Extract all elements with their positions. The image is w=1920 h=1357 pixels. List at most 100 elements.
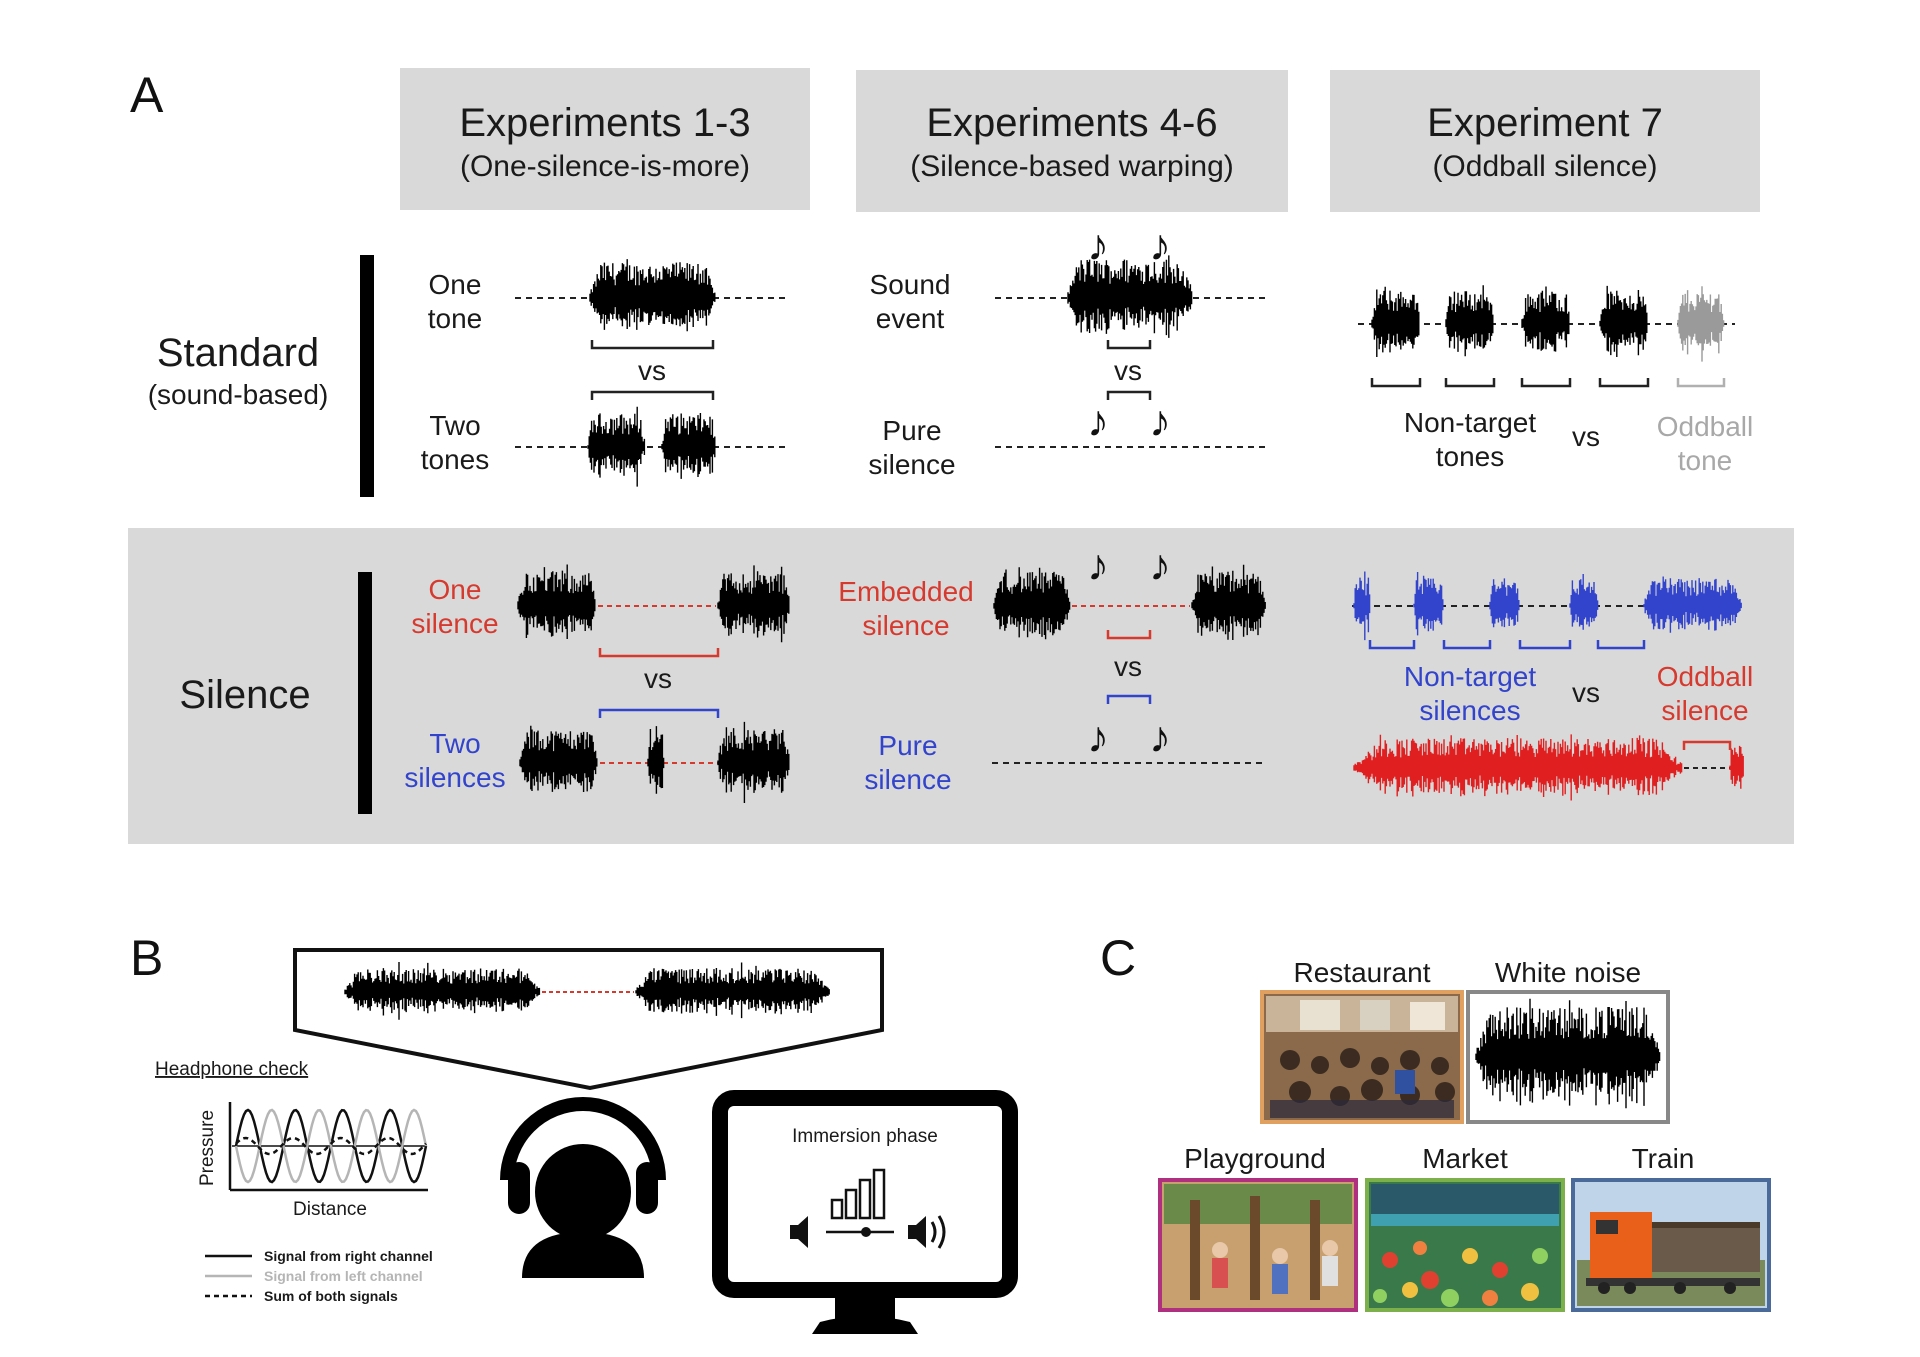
waveform [1191, 564, 1266, 640]
playground-image [1158, 1178, 1358, 1312]
waveform [717, 565, 790, 643]
waveform-trace [587, 406, 646, 487]
waveform [519, 725, 598, 792]
vs-sil-2: vs [1114, 651, 1142, 682]
waveform-trace [717, 565, 790, 643]
header-exp-4-6-subtitle: (Silence-based warping) [910, 150, 1234, 183]
volume-bars-icon [830, 1168, 886, 1220]
row-silence-bar [358, 572, 372, 814]
row-silence-title: Silence [179, 673, 310, 717]
label-one-silence-1: One [429, 574, 482, 605]
waveform [1489, 578, 1520, 628]
waveform-trace [993, 567, 1071, 640]
label-two-tones-2: tones [421, 444, 490, 475]
row-standard-title: Standard [157, 331, 319, 375]
waveform-trace [1729, 745, 1744, 789]
label-sound-event-2: event [876, 303, 945, 334]
waveform [1353, 734, 1683, 801]
label-two-silences-2: silences [404, 762, 505, 793]
train-image [1571, 1178, 1771, 1312]
label-non-target-tones-2: tones [1436, 441, 1505, 472]
music-note-icon: ♪ [1087, 221, 1109, 270]
waveform-trace [519, 725, 598, 792]
waveform-trace [1569, 574, 1599, 630]
scene-label-train: Train [1632, 1143, 1695, 1174]
speaker-icon [908, 1215, 946, 1249]
waveform-trace [1677, 286, 1725, 362]
monitor-icon [712, 1090, 1018, 1334]
waveform-trace [1489, 578, 1520, 628]
waveform [1445, 285, 1494, 357]
label-non-target-tones-1: Non-target [1404, 407, 1537, 438]
waveform-trace [1371, 286, 1420, 357]
label-one-silence-2: silence [411, 608, 498, 639]
label-one-tone-2: tone [428, 303, 483, 334]
label-pure-silence-2: silence [868, 449, 955, 480]
header-exp-4-6-title: Experiments 4-6 [926, 101, 1217, 145]
headphones-person-icon [500, 1097, 666, 1278]
header-exp-1-3-title: Experiments 1-3 [459, 101, 750, 145]
panel-label-b: B [130, 930, 163, 986]
waveform [1599, 285, 1648, 357]
waveform-trace [647, 726, 665, 794]
waveform-trace [1353, 571, 1371, 641]
row-standard-bar [360, 255, 374, 497]
headphone-check-legend: Signal from right channel Signal from le… [205, 1248, 433, 1304]
legend-right: Signal from right channel [264, 1248, 433, 1264]
music-note-icon: ♪ [1149, 541, 1171, 590]
header-exp-1-3-subtitle: (One-silence-is-more) [460, 150, 750, 183]
legend-sum: Sum of both signals [264, 1288, 398, 1304]
panel-label-a: A [130, 67, 164, 123]
headphone-check-plot [228, 1102, 428, 1192]
waveform [1353, 571, 1371, 641]
waveform-trace [1643, 576, 1742, 633]
label-non-target-silences-1: Non-target [1404, 661, 1537, 692]
header-exp-7-subtitle: (Oddball silence) [1432, 150, 1657, 183]
waveform [661, 413, 716, 479]
headphone-check-xlabel: Distance [293, 1199, 367, 1220]
waveform-trace [1599, 285, 1648, 357]
waveform-trace [1191, 564, 1266, 640]
silence-row-background [128, 528, 1794, 844]
label-sound-event-1: Sound [870, 269, 951, 300]
waveform [1643, 576, 1742, 633]
speaker-icon [790, 1216, 808, 1248]
headphone-check-ylabel: Pressure [197, 1110, 218, 1186]
scene-label-restaurant: Restaurant [1294, 957, 1431, 988]
waveform [635, 962, 830, 1019]
music-note-icon: ♪ [1149, 221, 1171, 270]
label-oddball-tone-2: tone [1678, 445, 1733, 476]
vs-sil-1: vs [644, 663, 672, 694]
row-standard-subtitle: (sound-based) [148, 379, 329, 410]
vs-std-3: vs [1572, 421, 1600, 452]
music-note-icon: ♪ [1087, 397, 1109, 446]
scene-label-white-noise: White noise [1495, 957, 1641, 988]
legend-left: Signal from left channel [264, 1268, 423, 1284]
waveform-trace [661, 413, 716, 479]
vs-std-2: vs [1114, 355, 1142, 386]
music-note-icon: ♪ [1149, 713, 1171, 762]
waveform-trace [1413, 572, 1444, 636]
waveform [647, 726, 665, 794]
music-note-icon: ♪ [1149, 397, 1171, 446]
waveform-trace [344, 962, 541, 1020]
restaurant-image [1260, 990, 1464, 1124]
waveform [589, 259, 716, 332]
label-oddball-silence-1: Oddball [1657, 661, 1754, 692]
waveform-trace [1353, 734, 1683, 801]
header-exp-7-title: Experiment 7 [1427, 101, 1663, 145]
waveform-trace [717, 721, 790, 803]
label-two-tones-1: Two [429, 410, 480, 441]
header-exp-4-6: Experiments 4-6 (Silence-based warping) [856, 70, 1288, 212]
waveform [1067, 255, 1193, 338]
waveform-trace [589, 259, 716, 332]
waveform [717, 721, 790, 803]
scene-label-market: Market [1422, 1143, 1508, 1174]
waveform [587, 406, 646, 487]
label-embedded-silence-2: silence [862, 610, 949, 641]
waveform [1569, 574, 1599, 630]
label-oddball-tone-1: Oddball [1657, 411, 1754, 442]
label-pure-silence-1: Pure [882, 415, 941, 446]
